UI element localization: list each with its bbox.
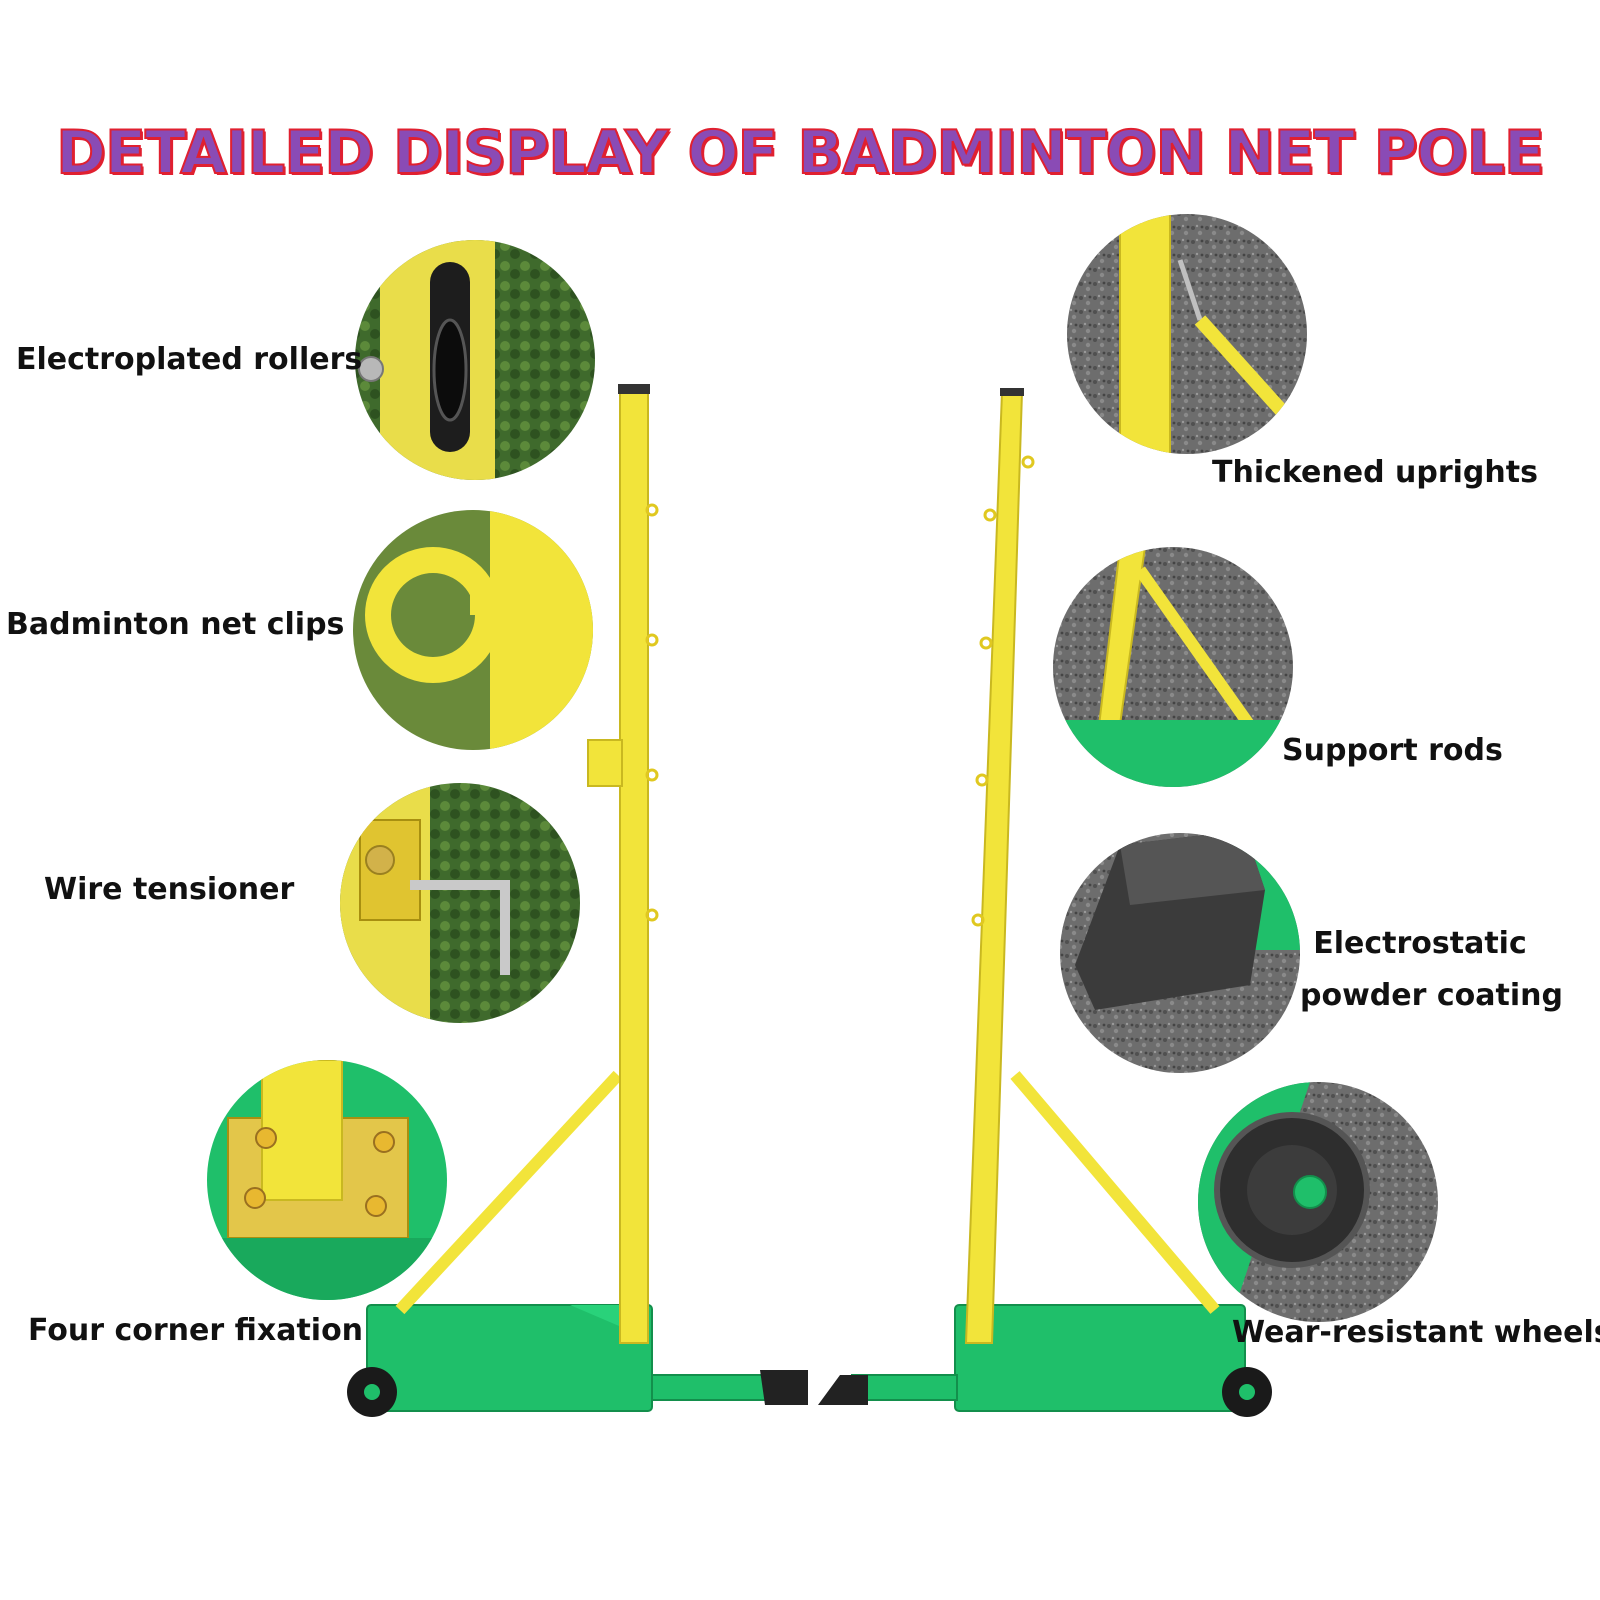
left-upright [619,387,649,1344]
detail-thickened-uprights [1067,214,1307,454]
right-net-pole [818,388,1272,1417]
right-upright [964,391,1024,1344]
right-base-arm [851,1374,958,1401]
label-electroplated-rollers: Electroplated rollers [16,342,363,377]
left-rubber-foot [760,1370,808,1405]
right-support-rod [1010,1071,1220,1314]
label-thickened-uprights: Thickened uprights [1212,455,1538,490]
right-rubber-foot [818,1375,868,1405]
label-coating-line1: Electrostatic [1313,926,1527,961]
bolt-icon [358,356,384,382]
detail-net-clips [353,510,593,750]
label-support-rods: Support rods [1282,733,1503,768]
left-net-pole [347,384,808,1417]
detail-four-corner-fixation [207,1060,447,1300]
roller-icon [432,318,468,422]
crank-handle-icon [410,880,510,975]
left-base-arm [651,1374,773,1401]
right-base-box [954,1304,1246,1412]
rod-icon [1194,315,1296,425]
gear-icon [365,845,395,875]
detail-electrostatic-coating [1060,833,1300,1073]
detail-electroplated-rollers [355,240,595,480]
support-rod-icon [1135,566,1265,744]
label-net-clips: Badminton net clips [6,607,345,642]
label-wear-resistant-wheels: Wear-resistant wheels [1232,1315,1600,1350]
upright-base-icon [261,1060,343,1201]
detail-wear-resistant-wheels [1198,1082,1438,1322]
page-title: DETAILED DISPLAY OF BADMINTON NET POLE [55,117,1546,189]
detail-support-rods [1053,547,1293,787]
left-base-box [366,1304,653,1412]
detail-wire-tensioner [340,783,580,1023]
left-tensioner-bracket [587,739,623,787]
left-support-rod [395,1070,623,1315]
label-four-corner-fixation: Four corner fixation [28,1313,364,1348]
label-wire-tensioner: Wire tensioner [44,872,295,907]
label-coating-line2: powder coating [1300,978,1563,1013]
